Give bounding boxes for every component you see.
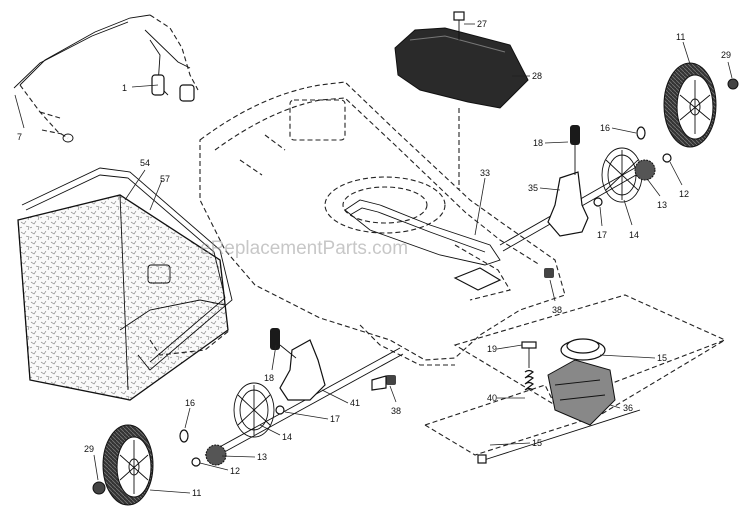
rear-wheel-top	[663, 62, 717, 148]
bail-control	[344, 199, 502, 291]
callout-29-bottom: 29	[84, 444, 94, 454]
callout-35: 35	[528, 183, 538, 193]
callout-12-bottom: 12	[230, 466, 240, 476]
grass-bag	[17, 194, 229, 401]
front-wheel-cap-bottom	[92, 481, 106, 495]
callout-11-bottom: 11	[192, 488, 201, 498]
callout-12-top: 12	[679, 189, 689, 199]
drive-spring-bolt	[521, 341, 537, 391]
callout-11-top: 11	[676, 32, 685, 42]
callout-27: 27	[477, 19, 487, 29]
callout-41: 41	[350, 398, 360, 408]
callout-1: 1	[122, 83, 127, 93]
callout-13-top: 13	[657, 200, 667, 210]
callout-17-top: 17	[597, 230, 607, 240]
callout-29-top: 29	[721, 50, 731, 60]
watermark-text: eReplacementParts.com	[200, 238, 408, 259]
front-axle-nut	[371, 375, 396, 391]
callout-16-bottom: 16	[185, 398, 195, 408]
front-height-adjuster	[270, 328, 326, 401]
transmission	[547, 338, 616, 426]
callout-19: 19	[487, 344, 497, 354]
callout-57: 57	[160, 174, 170, 184]
front-axle	[204, 347, 404, 462]
grass-bag-frame	[21, 167, 233, 371]
callout-17-bottom: 17	[330, 414, 340, 424]
rear-height-adjuster	[547, 125, 589, 237]
callout-18-top: 18	[533, 138, 543, 148]
callout-28: 28	[532, 71, 542, 81]
callout-18-bottom: 18	[264, 373, 274, 383]
callout-16-top: 16	[600, 123, 610, 133]
callout-13-bottom: 13	[257, 452, 267, 462]
callout-38-top: 38	[552, 305, 562, 315]
callout-numbers: 1 7 54 57 27 28 33 11 29 16 18 35 17 14 …	[17, 19, 731, 498]
front-gear-parts-bottom	[179, 382, 285, 467]
front-wheel-bottom	[102, 424, 154, 506]
rear-wheel-cap-top	[727, 78, 739, 90]
mower-deck	[149, 81, 566, 366]
rear-axle-nut	[544, 268, 554, 278]
chute-screw	[453, 11, 465, 40]
callout-36: 36	[623, 403, 633, 413]
callout-7: 7	[17, 132, 22, 142]
upper-handle	[13, 14, 199, 143]
discharge-chute	[394, 27, 529, 109]
transmission-outline	[424, 294, 727, 456]
transmission-shaft	[477, 409, 641, 464]
callout-leaders	[14, 23, 733, 494]
callout-33: 33	[480, 168, 490, 178]
callout-15-top: 15	[657, 353, 667, 363]
callout-38-bottom: 38	[391, 406, 401, 416]
callout-15-bottom: 15	[532, 438, 542, 448]
callout-54: 54	[140, 158, 150, 168]
callout-40: 40	[487, 393, 497, 403]
rear-gear-parts-top	[593, 126, 672, 207]
callout-14-bottom: 14	[282, 432, 292, 442]
callout-14-top: 14	[629, 230, 639, 240]
